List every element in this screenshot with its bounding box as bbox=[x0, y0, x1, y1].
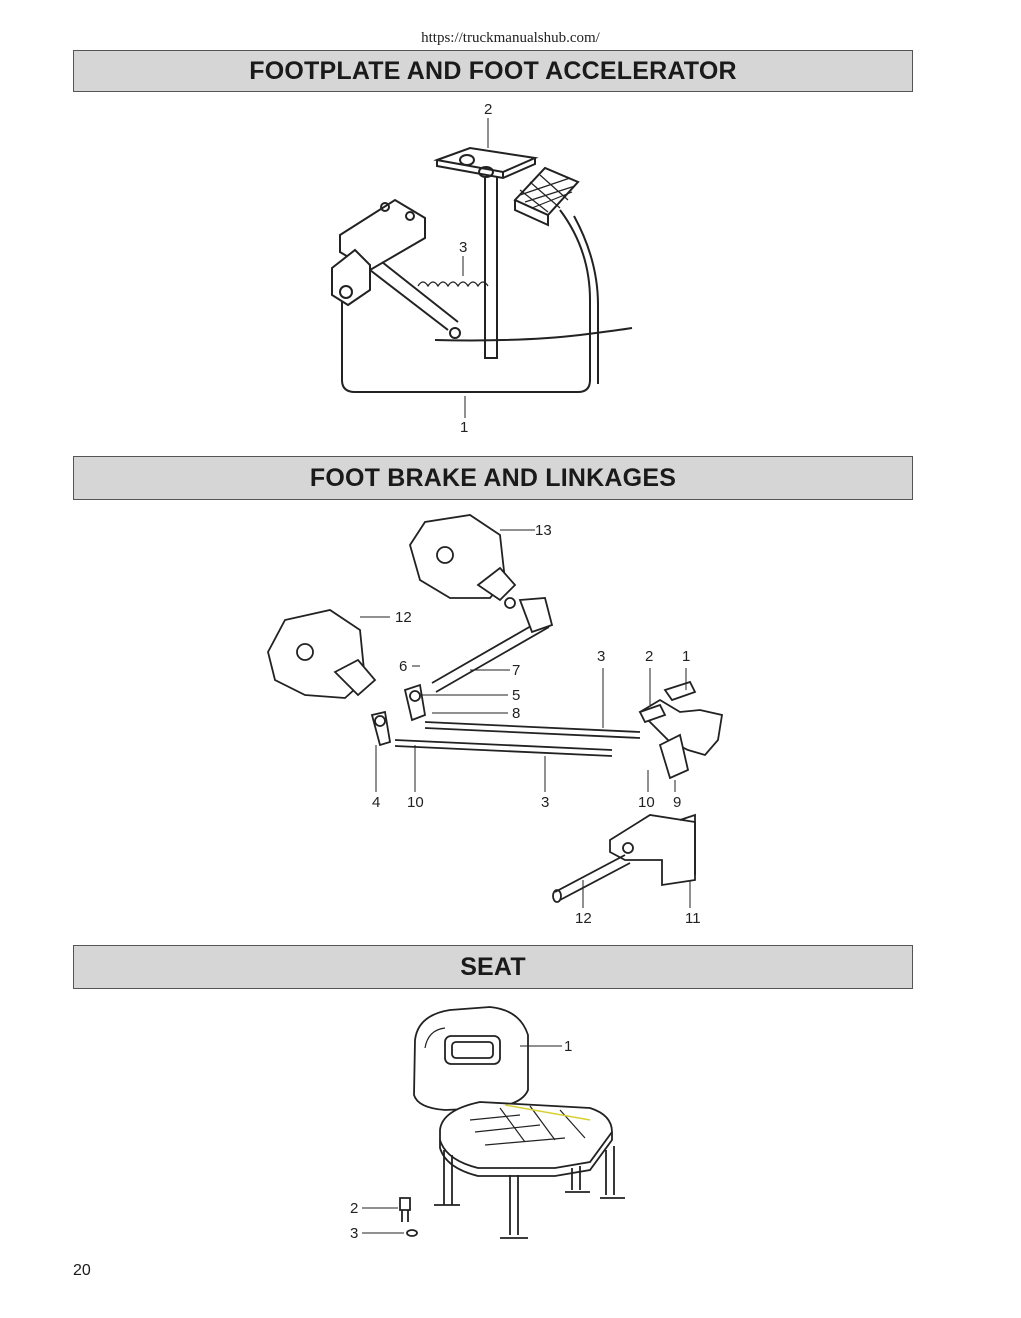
callout-1: 1 bbox=[682, 648, 690, 665]
callout-3-lower: 3 bbox=[541, 794, 549, 811]
callout-2: 2 bbox=[484, 101, 492, 118]
seat-diagram: 1 2 3 bbox=[350, 1006, 625, 1242]
callout-5: 5 bbox=[512, 687, 520, 704]
page-number: 20 bbox=[73, 1262, 91, 1279]
section-title-foot-brake: FOOT BRAKE AND LINKAGES bbox=[73, 456, 913, 500]
callout-2: 2 bbox=[645, 648, 653, 665]
section-title-seat: SEAT bbox=[73, 945, 913, 989]
callout-2: 2 bbox=[350, 1200, 358, 1217]
callout-10-left: 10 bbox=[407, 794, 424, 811]
callout-14: 13 bbox=[535, 522, 552, 539]
callout-9: 9 bbox=[673, 794, 681, 811]
callout-6: 6 bbox=[399, 658, 407, 675]
callout-3: 3 bbox=[350, 1225, 358, 1242]
callout-3: 3 bbox=[459, 239, 467, 256]
foot-brake-diagram: 13 12 6 7 5 8 3 2 1 4 10 3 10 9 12 11 bbox=[267, 514, 724, 927]
section-title-footplate: FOOTPLATE AND FOOT ACCELERATOR bbox=[73, 50, 913, 92]
callout-4: 4 bbox=[372, 794, 380, 811]
callout-11: 11 bbox=[685, 910, 701, 927]
callout-10-right: 10 bbox=[638, 794, 655, 811]
callout-8: 8 bbox=[512, 705, 520, 722]
callout-12: 12 bbox=[575, 910, 592, 927]
footplate-diagram: 2 3 1 bbox=[331, 101, 633, 436]
callout-3-upper: 3 bbox=[597, 648, 605, 665]
source-url: https://truckmanualshub.com/ bbox=[421, 30, 600, 46]
callout-1: 1 bbox=[564, 1038, 572, 1055]
callout-13: 12 bbox=[395, 609, 412, 626]
callout-7: 7 bbox=[512, 662, 520, 679]
callout-1: 1 bbox=[460, 419, 468, 436]
